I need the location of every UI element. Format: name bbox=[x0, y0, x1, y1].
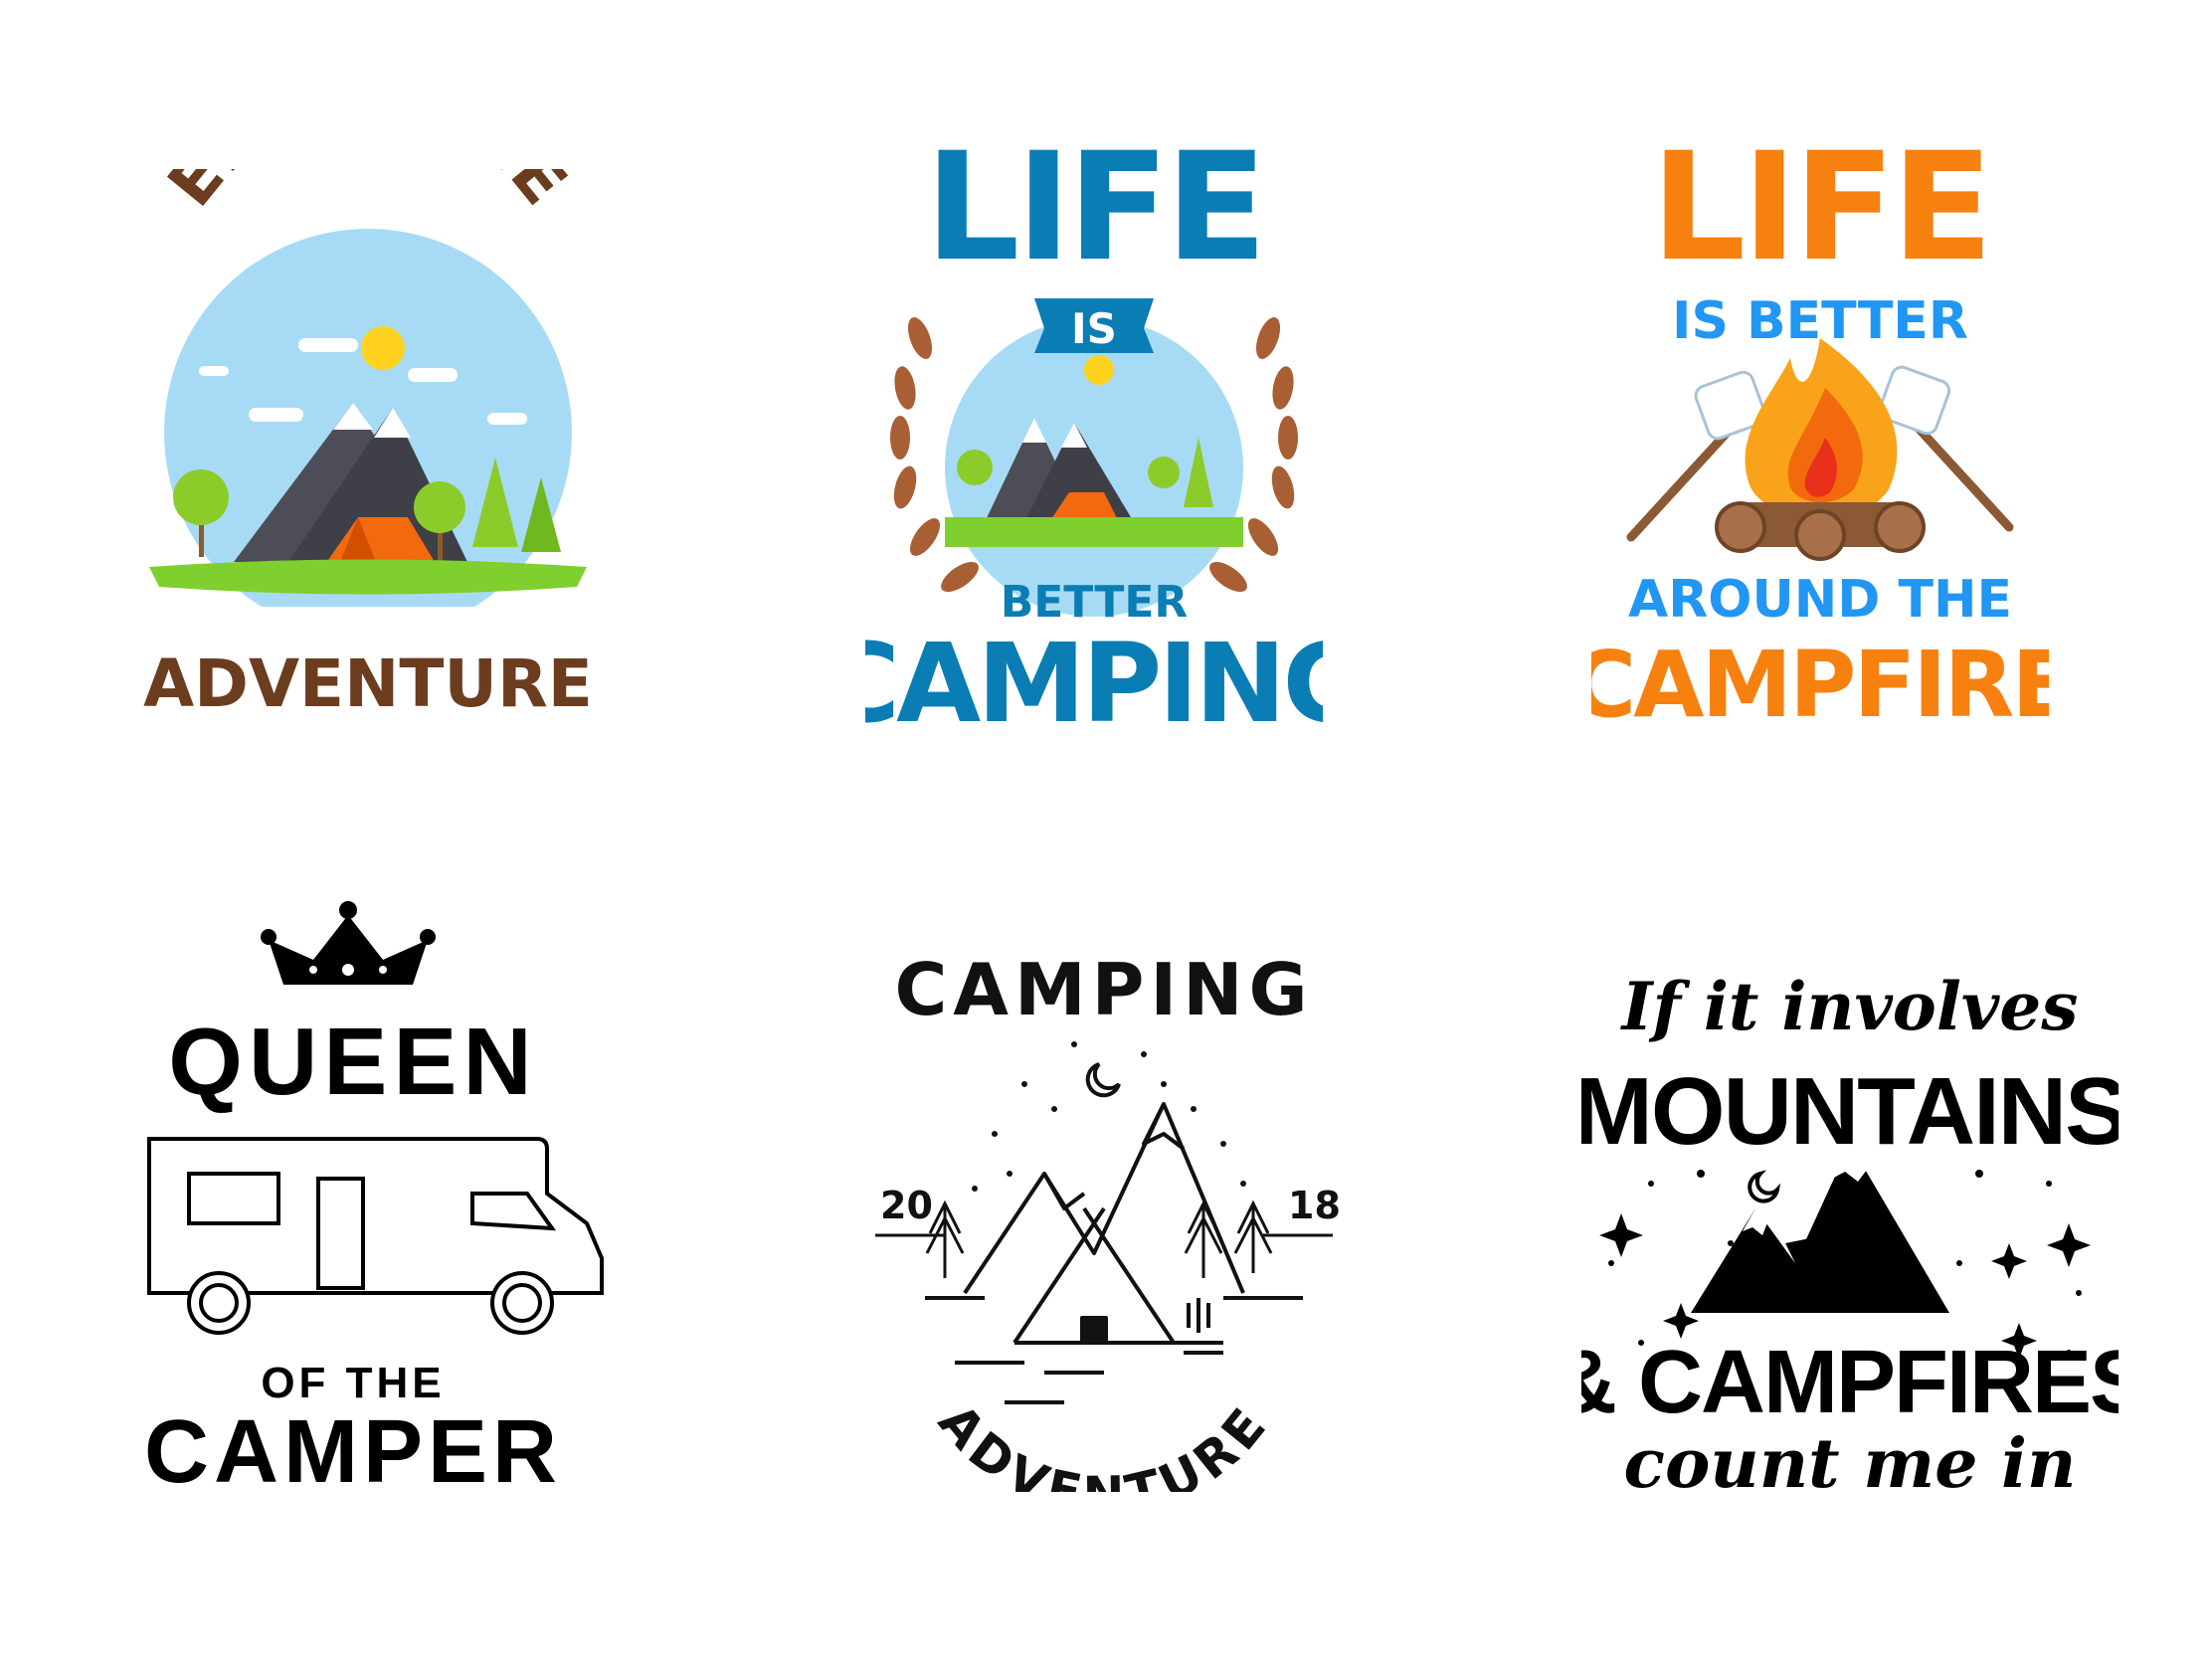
badge-campfire: LIFE IS BETTER AROUND THE CAMPFIRE bbox=[1569, 121, 2074, 756]
rv-camper-icon bbox=[147, 1137, 604, 1335]
badge-life-better-camping: LIFE IS BETTER CAMPING bbox=[820, 121, 1372, 756]
grass-ground-2 bbox=[945, 517, 1243, 547]
campfire-line-icon bbox=[1174, 1298, 1223, 1345]
grass-ground bbox=[149, 559, 587, 595]
laurel-wreath-icon bbox=[890, 317, 1298, 593]
enjoy-bottom-text: ADVENTURE bbox=[143, 645, 593, 722]
ground-lines bbox=[925, 1296, 1303, 1404]
sparkle-star-icons bbox=[1599, 1170, 2091, 1359]
moon-icon bbox=[1085, 1062, 1121, 1098]
if-it-involves-text: If it involves bbox=[1620, 968, 2079, 1045]
tree-icons bbox=[173, 458, 561, 562]
log-icons bbox=[1715, 501, 1926, 561]
camper-text: CAMPER bbox=[144, 1402, 562, 1492]
tent-icon-2 bbox=[1049, 492, 1119, 522]
moon-icon-2 bbox=[1748, 1170, 1781, 1203]
badge-enjoy-the-adventure: ENJOY THE ADVENTURE bbox=[139, 62, 597, 726]
star-dots bbox=[972, 1041, 1246, 1192]
count-me-in-text: count me in bbox=[1624, 1424, 2077, 1502]
cloud-icons bbox=[199, 338, 527, 425]
sun-icon-2 bbox=[1084, 355, 1114, 385]
life-text: LIFE bbox=[925, 139, 1263, 294]
queen-text: QUEEN bbox=[168, 1009, 537, 1115]
teepee-tent-icon bbox=[1013, 1206, 1176, 1345]
pine-tree-icons bbox=[925, 1199, 1273, 1278]
enjoy-illustration: ENJOY THE ADVENTURE bbox=[143, 62, 593, 722]
camping-text: CAMPING bbox=[865, 620, 1323, 747]
adventure-arc-text: ADVENTURE bbox=[927, 1393, 1280, 1492]
around-the-text: AROUND THE bbox=[1628, 570, 2012, 630]
sun-icon bbox=[361, 326, 405, 370]
marshmallow-icons bbox=[1694, 365, 1951, 441]
camping-illustration: LIFE IS BETTER CAMPING bbox=[820, 121, 1372, 747]
better-text: BETTER bbox=[1001, 577, 1189, 628]
ribbon-banner bbox=[1034, 298, 1154, 353]
mountain-outline-icon bbox=[963, 1102, 1245, 1295]
mountain-silhouette-icon bbox=[1691, 1144, 1949, 1313]
campfire-illustration: LIFE IS BETTER AROUND THE CAMPFIRE bbox=[1569, 121, 2074, 738]
line-camp-illustration: CAMPING 20 18 bbox=[875, 948, 1341, 1524]
enjoy-top-text: ENJOY THE bbox=[154, 169, 581, 221]
year-left: 20 bbox=[880, 1184, 933, 1227]
campfires-text: & CAMPFIRES bbox=[1581, 1333, 2119, 1432]
badge-queen-camper: QUEEN OF THE CAMPER bbox=[129, 895, 627, 1502]
fire-icon bbox=[1745, 338, 1898, 517]
badge-camping-adventure: CAMPING 20 18 bbox=[845, 935, 1363, 1524]
camping-title: CAMPING bbox=[894, 948, 1313, 1031]
camper-illustration: QUEEN OF THE CAMPER bbox=[144, 901, 604, 1502]
crown-icon bbox=[261, 901, 436, 985]
year-right: 18 bbox=[1288, 1184, 1341, 1227]
mountains-illustration: If it involves MOUNTAINS & CAMPFIRES cou… bbox=[1553, 968, 2149, 1504]
life-text-2: LIFE bbox=[1651, 139, 1989, 294]
of-the-text: OF THE bbox=[261, 1359, 445, 1407]
is-text: IS bbox=[1071, 304, 1117, 353]
campfire-text: CAMPFIRE bbox=[1591, 632, 2049, 738]
badge-mountains-campfires: If it involves MOUNTAINS & CAMPFIRES cou… bbox=[1553, 945, 2149, 1504]
